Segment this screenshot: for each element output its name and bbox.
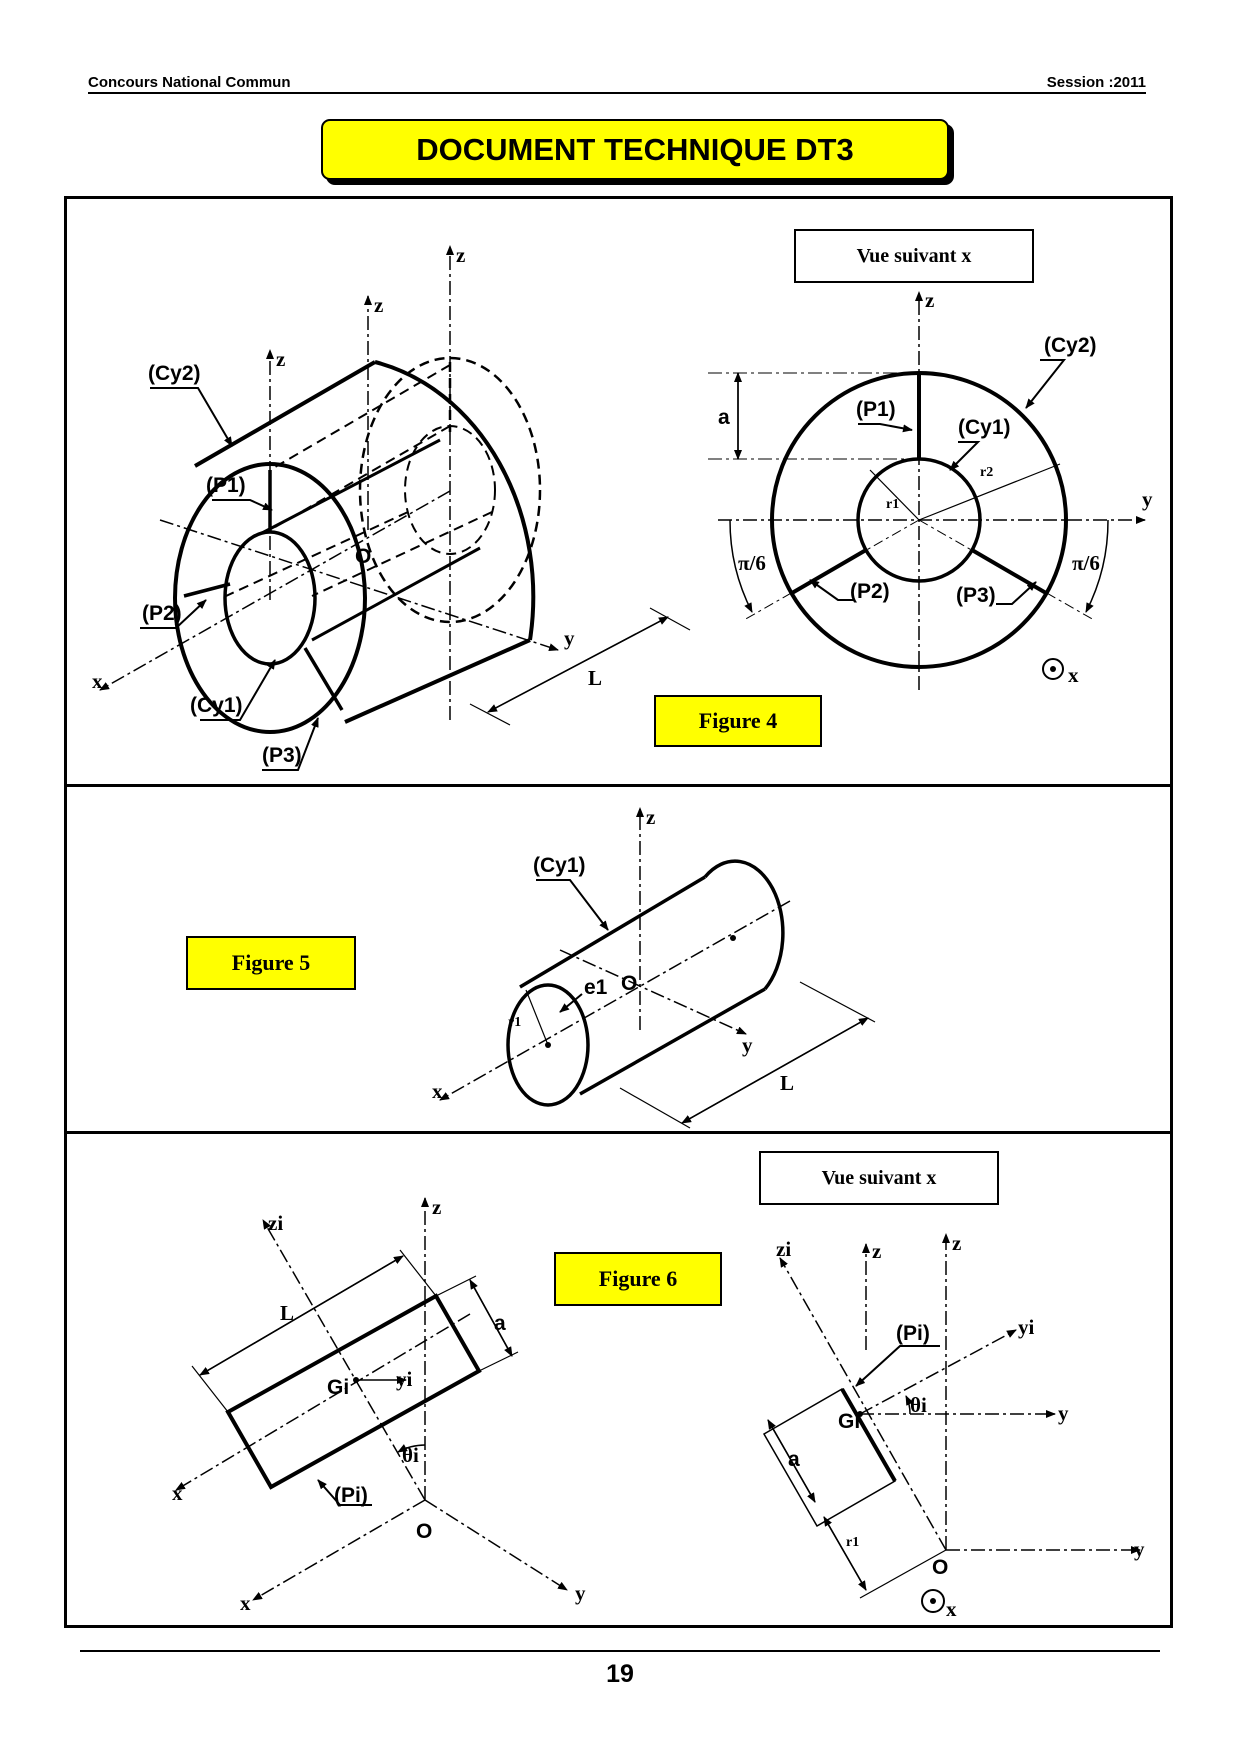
angle-thetai: θi [402, 1443, 419, 1467]
label-gi: Gi [327, 1376, 349, 1399]
x-out-dot [1050, 666, 1056, 672]
page-number: 19 [606, 1660, 634, 1688]
axis-label-y: y [1142, 487, 1153, 511]
figure4-tag: Figure 4 [654, 695, 822, 747]
figure6-left-labels: zi z x x y yi L a Gi θi (Pi) O [172, 1195, 586, 1615]
footer-divider [80, 1650, 1160, 1652]
figure5-cylinder [439, 807, 876, 1129]
figure4-view-label: Vue suivant x [794, 229, 1034, 283]
figure5-tag: Figure 5 [186, 936, 356, 990]
dimension-r1: r1 [508, 1015, 521, 1030]
dimension-l: L [588, 666, 602, 690]
label-p1: (P1) [206, 474, 246, 497]
label-p2: (P2) [850, 580, 890, 603]
figure6-right-labels: zi z z yi y y x (Pi) Gi θi a r1 O [776, 1231, 1145, 1621]
origin-o: O [416, 1520, 432, 1543]
dimension-a: a [718, 406, 730, 429]
label-pi: (Pi) [896, 1322, 930, 1345]
dimension-r2: r2 [980, 465, 993, 480]
figure-divider [64, 1131, 1173, 1134]
axis-label-x: x [240, 1591, 251, 1615]
label-e1: e1 [584, 976, 608, 999]
dimension-l: L [780, 1071, 794, 1095]
figure5-labels: z x y (Cy1) e1 O r1 L [432, 805, 794, 1103]
axis-label-z: z [276, 347, 285, 371]
origin-o: O [932, 1556, 948, 1579]
dimension-r1: r1 [886, 497, 899, 512]
axis-label-zi: zi [776, 1237, 791, 1261]
dimension-r1: r1 [846, 1535, 859, 1550]
axis-label-z: z [872, 1239, 881, 1263]
figure6-tag: Figure 6 [554, 1252, 722, 1306]
figure4-isometric-labels: (Cy2) (P1) (P2) (Cy1) (P3) O z z z x y L [92, 243, 602, 767]
origin-o: O [621, 972, 637, 995]
label-p2: (P2) [142, 602, 182, 625]
label-p3: (P3) [956, 584, 996, 607]
label-p1: (P1) [856, 398, 896, 421]
angle-pi6-left: π/6 [738, 551, 766, 575]
axis-label-yi: yi [1018, 1315, 1035, 1339]
axis-y [159, 519, 559, 652]
axis-label-z: z [952, 1231, 961, 1255]
label-p3: (P3) [262, 744, 302, 767]
document-title: DOCUMENT TECHNIQUE DT3 [321, 119, 949, 180]
dimension-a: a [788, 1448, 800, 1471]
origin-o: O [355, 545, 371, 568]
axis-x [99, 490, 451, 691]
figure-divider [64, 784, 1173, 787]
axis-label-z: z [925, 288, 934, 312]
angle-thetai: θi [910, 1393, 927, 1417]
header-right: Session :2011 [1046, 74, 1146, 91]
axis-label-y: y [575, 1581, 586, 1605]
axis-label-x: x [1068, 663, 1079, 687]
dimension-a: a [494, 1312, 506, 1335]
figure4-front-view [708, 291, 1146, 690]
header-left: Concours National Commun [88, 74, 291, 91]
figure6-view-label: Vue suivant x [759, 1151, 999, 1205]
axis-label-x: x [946, 1597, 957, 1621]
figures-frame [64, 196, 1173, 1628]
axis-label-x: x [172, 1481, 183, 1505]
angle-pi6-right: π/6 [1072, 551, 1100, 575]
label-cy2: (Cy2) [148, 362, 201, 385]
header-divider [88, 92, 1146, 94]
axis-label-y: y [742, 1033, 753, 1057]
label-cy1: (Cy1) [533, 854, 586, 877]
axis-label-x: x [432, 1079, 443, 1103]
axis-label-z: z [374, 293, 383, 317]
axis-label-yi: yi [396, 1367, 413, 1391]
axis-label-z: z [432, 1195, 441, 1219]
figure6-isometric [175, 1197, 568, 1601]
axis-label-zi: zi [268, 1211, 283, 1235]
label-cy2: (Cy2) [1044, 334, 1097, 357]
axis-label-x: x [92, 669, 103, 693]
label-cy1: (Cy1) [958, 416, 1011, 439]
label-gi: Gi [838, 1410, 860, 1433]
axis-label-z: z [646, 805, 655, 829]
dimension-l: L [280, 1301, 294, 1325]
label-cy1: (Cy1) [190, 694, 243, 717]
axis-label-y: y [1058, 1401, 1069, 1425]
figure6-front-view [762, 1233, 1141, 1613]
axis-label-z: z [456, 243, 465, 267]
figure4-front-labels: z y x (Cy2) (P1) (Cy1) (P2) (P3) a r1 r2… [718, 288, 1153, 687]
axis-label-y: y [1134, 1537, 1145, 1561]
figure4-isometric-view [99, 245, 691, 771]
label-pi: (Pi) [334, 1484, 368, 1507]
axis-label-y: y [564, 626, 575, 650]
